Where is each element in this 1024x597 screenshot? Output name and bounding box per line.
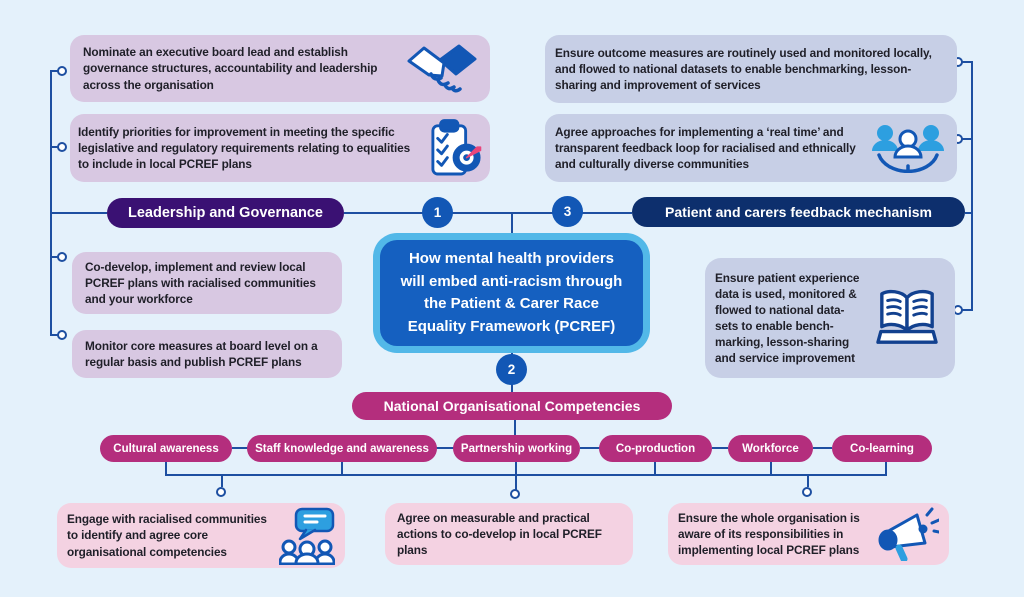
center-title-line: How mental health providers: [408, 250, 615, 267]
box-monitor-measures: Monitor core measures at board level on …: [72, 330, 342, 378]
center-title: How mental health providers will embed a…: [380, 240, 643, 346]
box-nominate-board-lead: Nominate an executive board lead and est…: [70, 35, 490, 102]
open-book-icon: [869, 288, 945, 348]
connector-line: [165, 474, 887, 476]
step-circle-2: 2: [496, 354, 527, 385]
connector-line: [341, 461, 343, 475]
box-text: Ensure patient experience data is used, …: [715, 270, 860, 366]
national-competencies-pill: National Organisational Competencies: [352, 392, 672, 420]
box-text: Agree on measurable and practical action…: [397, 510, 602, 558]
connector-line: [344, 212, 632, 214]
box-text: Nominate an executive board lead and est…: [83, 45, 378, 92]
center-title-line: Equality Framework (PCREF): [407, 317, 616, 335]
connector-line: [165, 461, 167, 475]
chat-people-icon: [279, 507, 335, 565]
clipboard-target-icon: [430, 118, 482, 178]
competency-pill-cultural-awareness: Cultural awareness: [100, 435, 232, 462]
patient-carers-feedback-pill: Patient and carers feedback mechanism: [632, 197, 965, 227]
connector-line: [807, 474, 809, 487]
leadership-governance-pill: Leadership and Governance: [107, 198, 344, 228]
box-outcome-measures: Ensure outcome measures are routinely us…: [545, 35, 957, 103]
connector-dot: [510, 489, 520, 499]
competency-pill-partnership-working: Partnership working: [453, 435, 580, 462]
connector-line: [514, 419, 516, 436]
megaphone-icon: [877, 507, 939, 561]
box-engage-communities: Engage with racialised communities to id…: [57, 503, 345, 568]
connector-line: [50, 71, 52, 336]
competency-pill-workforce: Workforce: [728, 435, 813, 462]
box-text: Ensure the whole organisation is aware o…: [678, 510, 860, 558]
connector-line: [770, 461, 772, 475]
connector-line: [436, 447, 455, 449]
box-text: Ensure outcome measures are routinely us…: [555, 45, 932, 93]
center-title-line: the Patient & Carer Race: [423, 295, 600, 312]
connector-line: [232, 447, 248, 449]
connector-line: [962, 61, 972, 63]
step-circle-1: 1: [422, 197, 453, 228]
connector-line: [971, 61, 973, 311]
connector-dot: [57, 330, 67, 340]
box-codevelop-plans: Co-develop, implement and review local P…: [72, 252, 342, 314]
box-feedback-loop: Agree approaches for implementing a ‘rea…: [545, 114, 957, 182]
competency-pill-co-learning: Co-learning: [832, 435, 932, 462]
step-circle-3: 3: [552, 196, 583, 227]
connector-dot: [216, 487, 226, 497]
connector-line: [965, 212, 973, 214]
connector-line: [50, 146, 60, 148]
center-title-line: will embed anti-racism through: [400, 272, 623, 290]
handshake-icon: [407, 43, 477, 95]
connector-line: [50, 212, 107, 214]
connector-dot: [57, 142, 67, 152]
box-text: Agree approaches for implementing a ‘rea…: [555, 124, 856, 172]
connector-line: [712, 447, 728, 449]
connector-dot: [802, 487, 812, 497]
connector-line: [885, 461, 887, 475]
connector-line: [813, 447, 832, 449]
connector-line: [962, 138, 972, 140]
competency-pill-staff-knowledge: Staff knowledge and awareness: [247, 435, 437, 462]
connector-line: [221, 474, 223, 487]
connector-line: [50, 70, 60, 72]
connector-dot: [57, 66, 67, 76]
box-text: Identify priorities for improvement in m…: [78, 124, 411, 172]
connector-line: [654, 461, 656, 475]
box-text: Monitor core measures at board level on …: [85, 338, 318, 369]
connector-line: [50, 334, 60, 336]
box-patient-experience-data: Ensure patient experience data is used, …: [705, 258, 955, 378]
people-group-icon: [869, 123, 947, 173]
connector-line: [962, 309, 972, 311]
box-whole-organisation: Ensure the whole organisation is aware o…: [668, 503, 949, 565]
competency-pill-co-production: Co-production: [599, 435, 712, 462]
center-title-box: How mental health providers will embed a…: [373, 233, 650, 353]
box-text: Co-develop, implement and review local P…: [85, 259, 316, 307]
box-agree-actions: Agree on measurable and practical action…: [385, 503, 633, 565]
connector-dot: [57, 252, 67, 262]
connector-line: [511, 213, 513, 234]
box-text: Engage with racialised communities to id…: [67, 512, 267, 559]
connector-line: [580, 447, 601, 449]
connector-line: [50, 256, 60, 258]
box-identify-priorities: Identify priorities for improvement in m…: [70, 114, 490, 182]
